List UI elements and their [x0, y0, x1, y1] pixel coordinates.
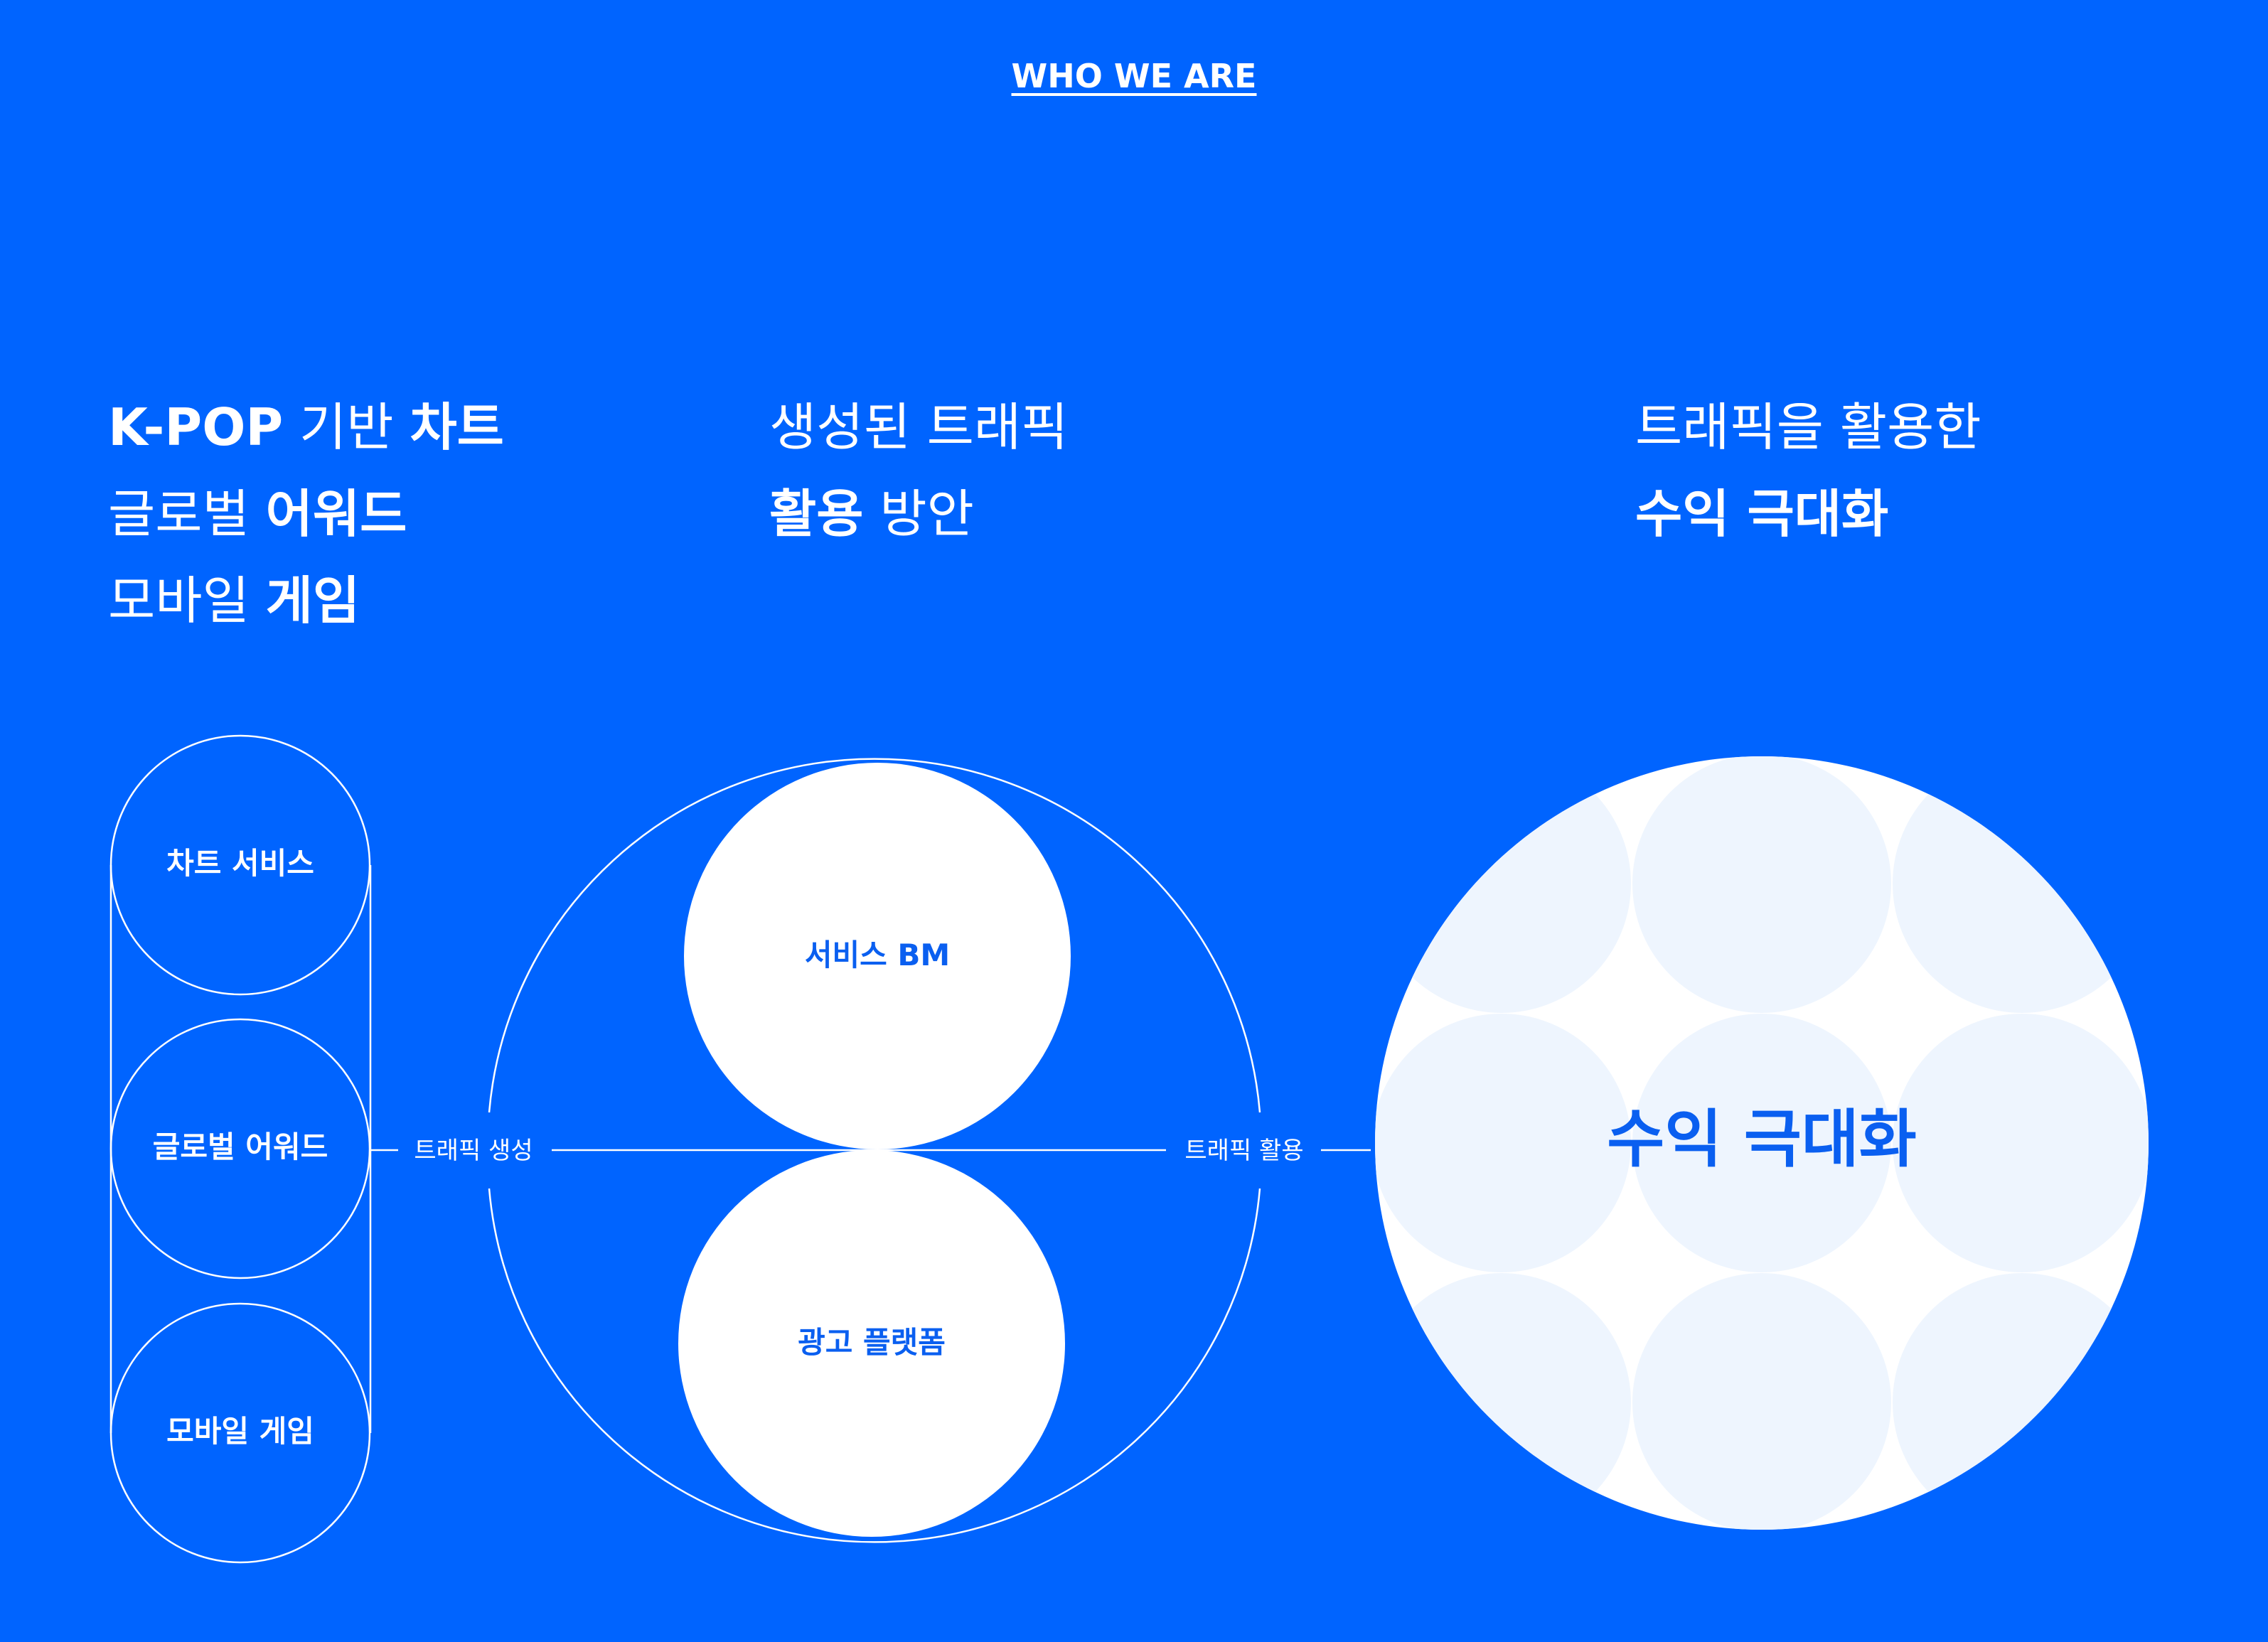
- pattern-dot: [1632, 1273, 1891, 1530]
- heading-line: K-POP 기반 차트: [108, 384, 504, 471]
- heading-bold: 어워드: [265, 484, 407, 544]
- service-stack: 차트 서비스 글로벌 어워드 모바일 게임: [109, 734, 372, 1564]
- heading-bold: 게임: [265, 571, 360, 630]
- heading-bold: K-POP: [108, 397, 284, 457]
- pattern-dot: [1893, 756, 2149, 1013]
- pattern-dot: [1893, 1273, 2149, 1530]
- connector-label-traffic-generation: 트래픽 생성: [414, 1137, 533, 1165]
- heading-normal: 글로벌: [108, 484, 266, 544]
- heading-column-2: 생성된 트래픽 활용 방안: [769, 384, 1068, 557]
- result-label: 수익 극대화: [1607, 1102, 1916, 1176]
- connector: 트래픽 생성 트래픽 활용: [370, 1137, 1371, 1165]
- heading-bold: 차트: [410, 397, 504, 457]
- heading-column-3: 트래픽을 활용한 수익 극대화: [1635, 384, 1981, 557]
- utilization-items: 서비스 BM 광고 플랫폼: [678, 763, 1071, 1537]
- heading-normal: 트래픽을 활용한: [1635, 397, 1981, 457]
- heading-line: 활용 방안: [769, 471, 1068, 557]
- service-label-game: 모바일 게임: [166, 1414, 314, 1449]
- pattern-dot: [1375, 1273, 1631, 1530]
- heading-line: 트래픽을 활용한: [1635, 384, 1981, 471]
- heading-bold: 활용: [769, 484, 864, 544]
- ad-platform-circle: [678, 1150, 1065, 1537]
- service-label-chart: 차트 서비스: [166, 846, 314, 881]
- service-circle-award: [109, 1018, 371, 1279]
- service-bm-circle: [684, 763, 1071, 1149]
- result-circle: 수익 극대화: [1375, 756, 2149, 1530]
- pattern-dot: [1632, 1014, 1891, 1272]
- heading-normal: 모바일: [108, 571, 266, 630]
- service-label-award: 글로벌 어워드: [153, 1129, 328, 1164]
- pattern-dot: [1375, 1014, 1631, 1272]
- heading-normal: 기반: [283, 397, 410, 457]
- heading-bold: 수익 극대화: [1635, 484, 1889, 544]
- heading-normal: 생성된 트래픽: [769, 397, 1069, 457]
- ad-platform-label: 광고 플랫폼: [798, 1325, 946, 1360]
- connector-label-traffic-utilization: 트래픽 활용: [1184, 1137, 1303, 1165]
- utilization-ring: [488, 758, 1261, 1543]
- service-circle-chart: [109, 734, 371, 996]
- heading-line: 생성된 트래픽: [769, 384, 1068, 471]
- who-we-are-link[interactable]: WHO WE ARE: [1011, 57, 1257, 95]
- pattern-dot: [1375, 756, 1631, 1013]
- ring-arc-bottom: [488, 1188, 1261, 1543]
- heading-normal: 방안: [863, 484, 974, 544]
- heading-column-1: K-POP 기반 차트 글로벌 어워드 모바일 게임: [108, 384, 504, 644]
- heading-line: 수익 극대화: [1635, 471, 1981, 557]
- heading-line: 모바일 게임: [108, 557, 504, 644]
- service-bm-label: 서비스 BM: [805, 938, 950, 972]
- pattern-dot: [1632, 756, 1891, 1013]
- heading-line: 글로벌 어워드: [108, 471, 504, 557]
- pattern-dot: [1893, 1014, 2149, 1272]
- ring-arc-top: [488, 758, 1261, 1113]
- service-circle-game: [109, 1302, 371, 1564]
